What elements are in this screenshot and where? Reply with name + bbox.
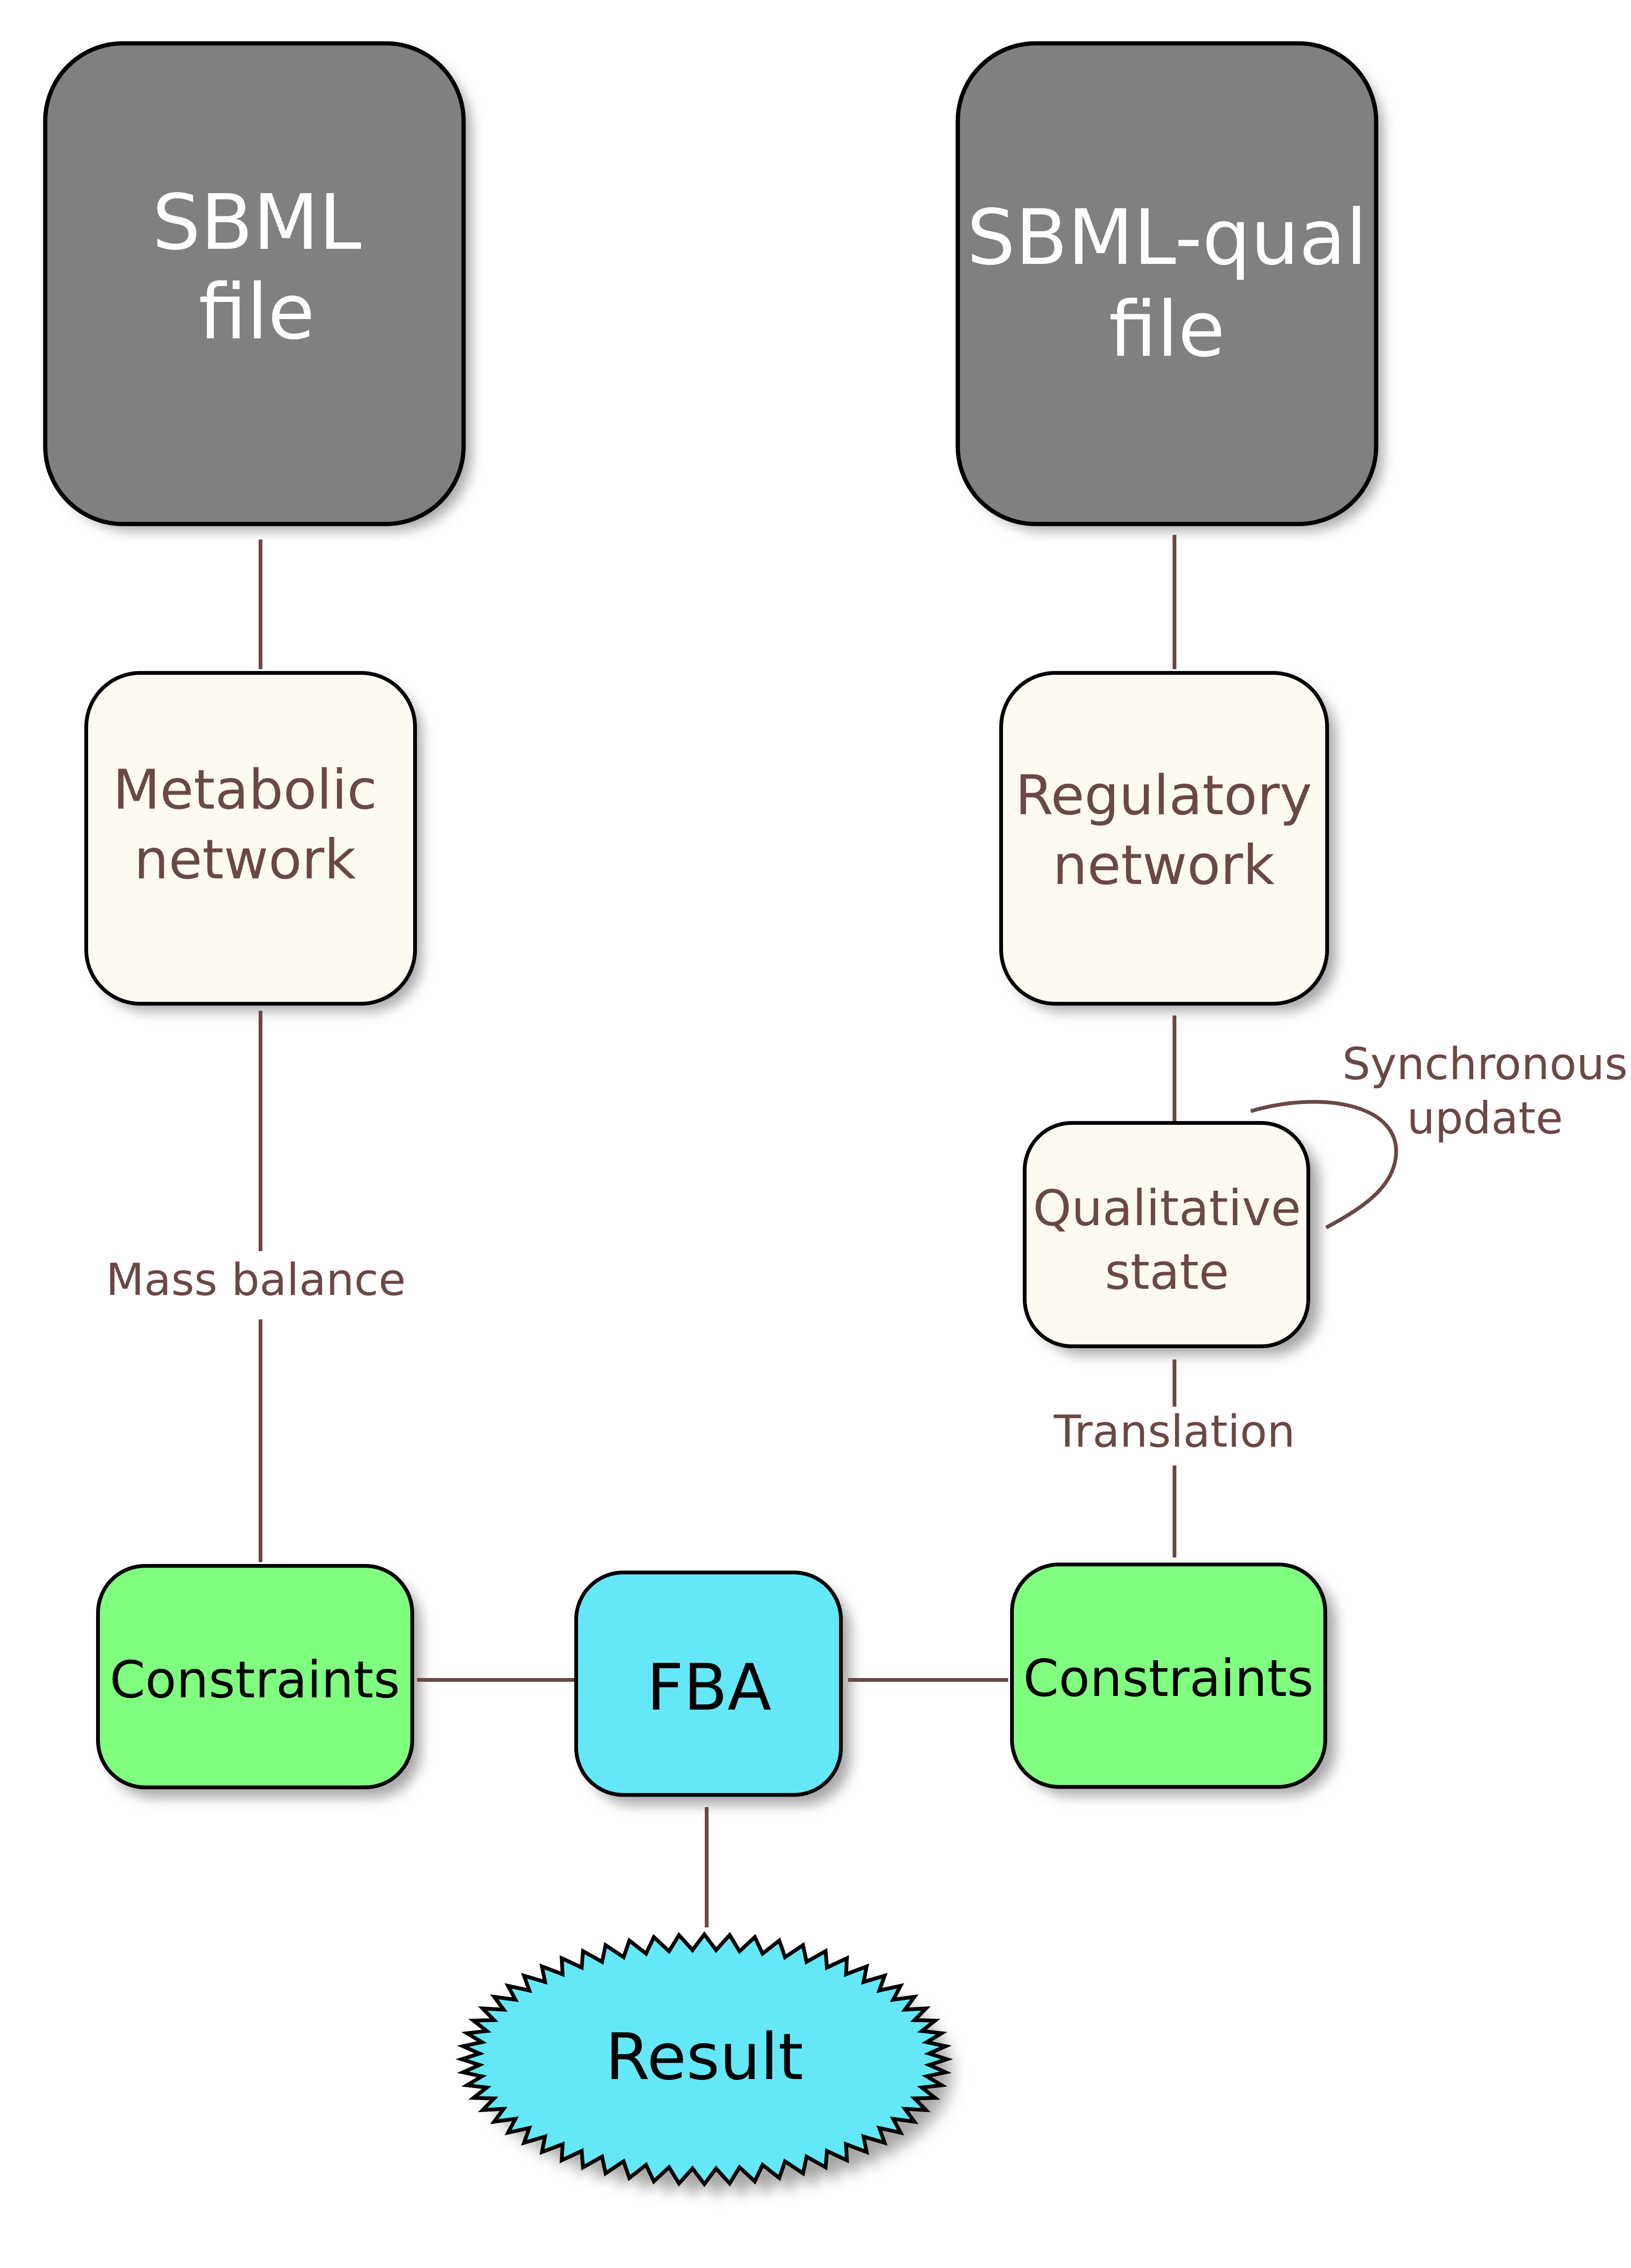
constraints-left-label: Constraints xyxy=(110,1651,400,1710)
node-fba: FBA xyxy=(574,1571,843,1797)
synchronous-update-label-line-1: Synchronous xyxy=(1342,1039,1628,1090)
node-result: Result xyxy=(455,1931,960,2198)
fba-label: FBA xyxy=(647,1651,772,1725)
result-label: Result xyxy=(605,2020,803,2095)
qualitative-state-label-line-2: state xyxy=(1105,1243,1229,1301)
node-constraints-left: Constraints xyxy=(96,1564,414,1789)
edge-synchronous-update-loop xyxy=(1250,1100,1398,1229)
node-metabolic-network: Metabolic network xyxy=(84,671,417,1006)
mass-balance-label: Mass balance xyxy=(106,1254,406,1306)
regulatory-network-label-line-1: Regulatory xyxy=(1015,764,1312,827)
metabolic-network-label-line-1: Metabolic xyxy=(113,758,377,822)
node-qualitative-state: Qualitative state xyxy=(1023,1121,1310,1348)
sbml-file-label-line-2: file xyxy=(199,268,315,357)
metabolic-network-label-line-2: network xyxy=(134,828,356,892)
node-sbml-file: SBML file xyxy=(43,41,466,526)
node-constraints-right: Constraints xyxy=(1010,1563,1327,1789)
synchronous-update-label-line-2: update xyxy=(1407,1093,1563,1144)
translation-label: Translation xyxy=(1053,1406,1295,1457)
node-regulatory-network: Regulatory network xyxy=(999,671,1329,1006)
constraints-right-label: Constraints xyxy=(1023,1649,1313,1708)
edges xyxy=(258,535,1398,1928)
sbml-qual-file-label-line-1: SBML-qual xyxy=(967,194,1367,282)
node-sbml-qual-file: SBML-qual file xyxy=(955,41,1378,526)
regulatory-network-label-line-2: network xyxy=(1052,834,1274,897)
qualitative-state-label-line-1: Qualitative xyxy=(1033,1179,1301,1237)
sbml-file-label-line-1: SBML xyxy=(152,179,361,267)
result-starburst xyxy=(455,1931,954,2187)
sbml-qual-file-label-line-2: file xyxy=(1109,286,1225,374)
